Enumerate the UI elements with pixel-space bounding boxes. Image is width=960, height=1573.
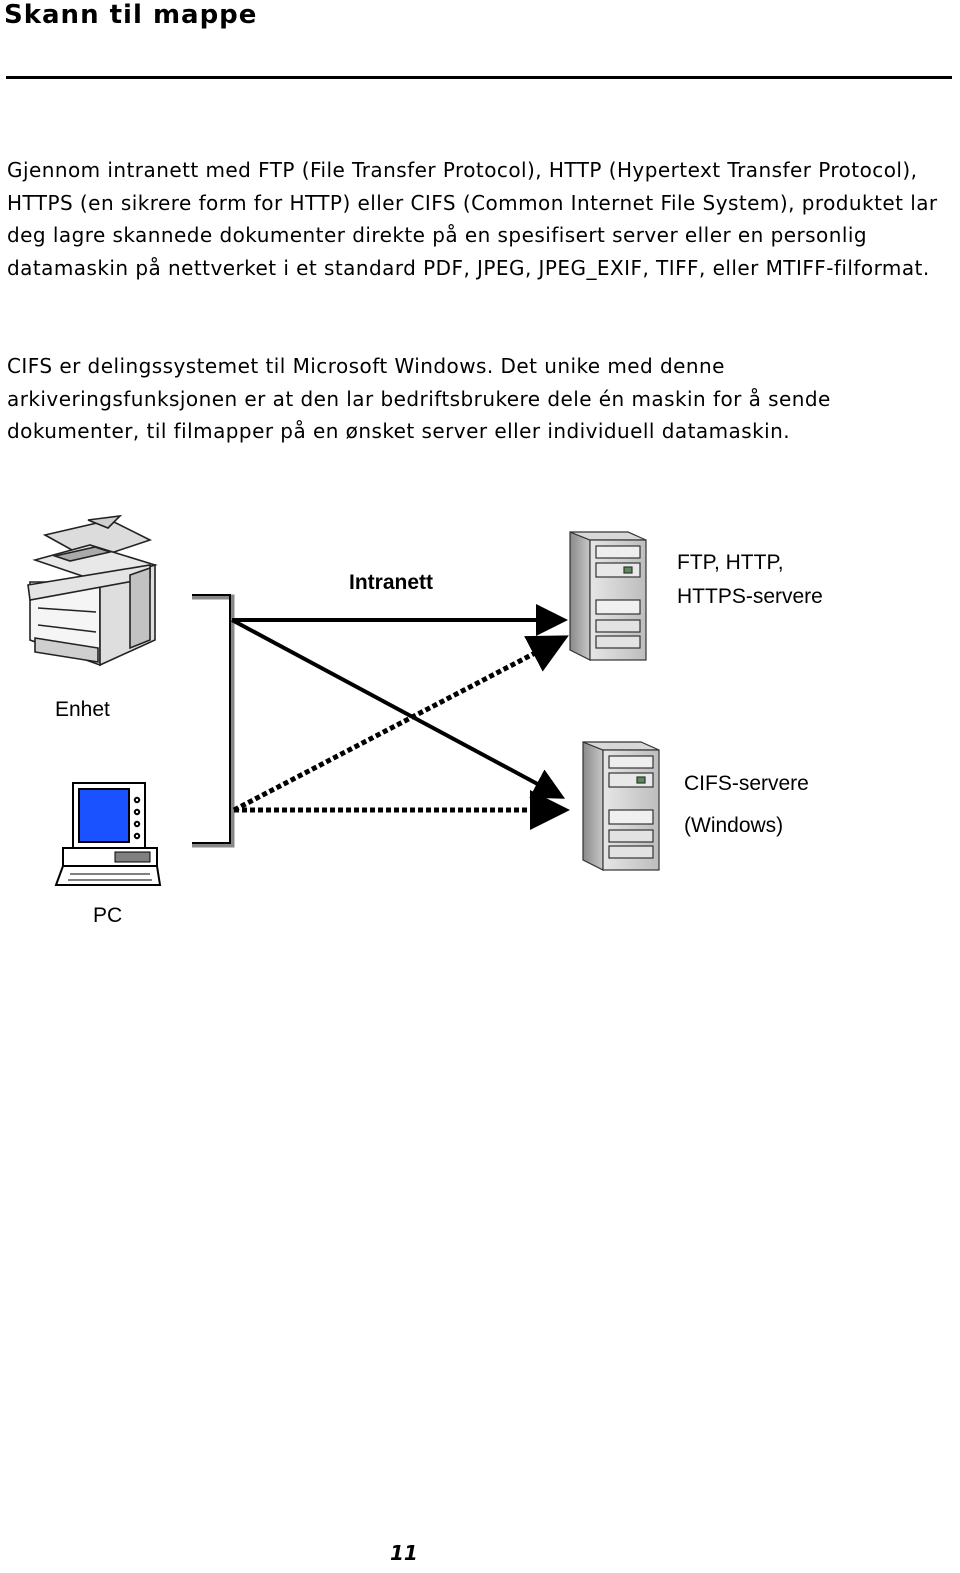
server-tower-icon <box>569 531 647 661</box>
title-rule <box>6 76 952 79</box>
ftp-server-label: FTP, HTTP, <box>677 551 784 574</box>
multifunction-printer-icon <box>27 514 158 667</box>
client-bracket <box>192 594 235 848</box>
network-diagram: Intranett Enhet PC FTP, HTTP, HTTPS-serv… <box>27 514 823 927</box>
solid-line-to-cifs-servers <box>231 618 566 799</box>
connection-lines <box>231 604 570 830</box>
intranet-label: Intranett <box>349 571 433 594</box>
server-tower-icon <box>582 741 660 871</box>
intro-paragraph: Gjennom intranett med FTP (File Transfer… <box>7 158 938 280</box>
cifs-server-label-2: (Windows) <box>684 814 783 837</box>
page-title: Skann til mappe <box>4 0 258 30</box>
cifs-server-label: CIFS-servere <box>684 772 809 795</box>
cifs-paragraph: CIFS er delingssystemet til Microsoft Wi… <box>7 354 831 444</box>
ftp-server-label-2: HTTPS-servere <box>677 585 823 608</box>
pc-icon <box>54 782 162 886</box>
dashed-line-to-ftp-servers <box>232 635 569 813</box>
device-label: Enhet <box>55 698 110 721</box>
pc-label: PC <box>93 904 122 927</box>
page-number: 11 <box>390 1541 418 1565</box>
